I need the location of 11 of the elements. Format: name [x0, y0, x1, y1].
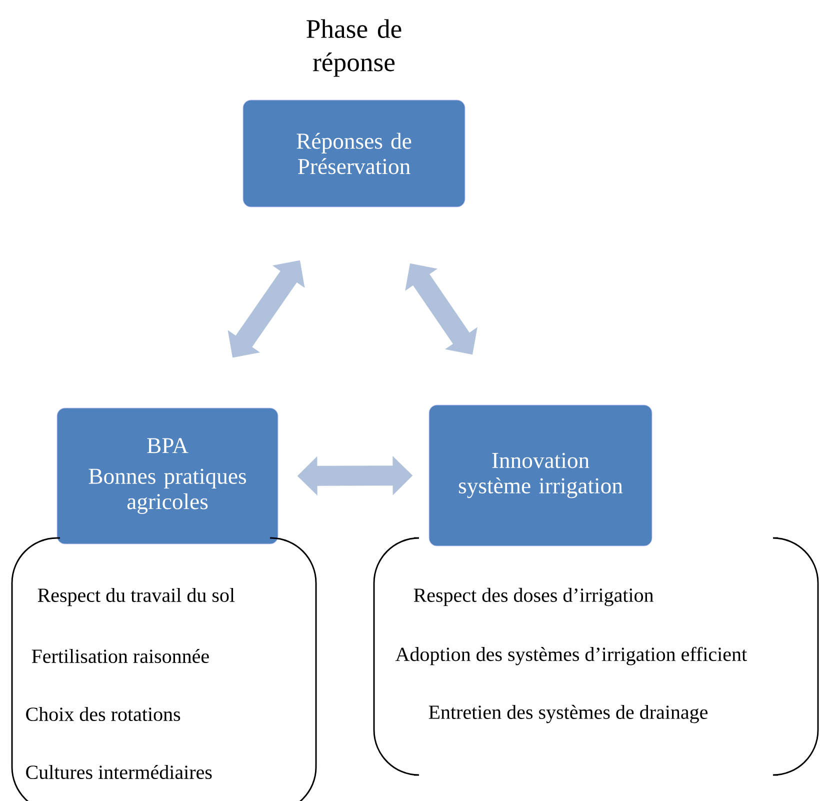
list-item: Fertilisation raisonnée	[32, 648, 209, 664]
list-item: Adoption des systèmes d’irrigation efficient	[395, 646, 747, 666]
heading: Phase de réponse	[306, 19, 402, 77]
process-box: Innovation système irrigation	[428, 404, 652, 546]
process-box: Réponses de Préservation	[242, 100, 466, 208]
list-item: Respect du travail du sol	[38, 588, 235, 606]
list-item: Choix des rotations	[26, 706, 180, 722]
list-item: Respect des doses d’irrigation	[414, 588, 654, 606]
process-box: BPA Bonnes pratiques agricoles	[56, 408, 278, 544]
list-item: Cultures intermédiaires	[26, 764, 212, 780]
list-item: Entretien des systèmes de drainage	[428, 704, 708, 724]
